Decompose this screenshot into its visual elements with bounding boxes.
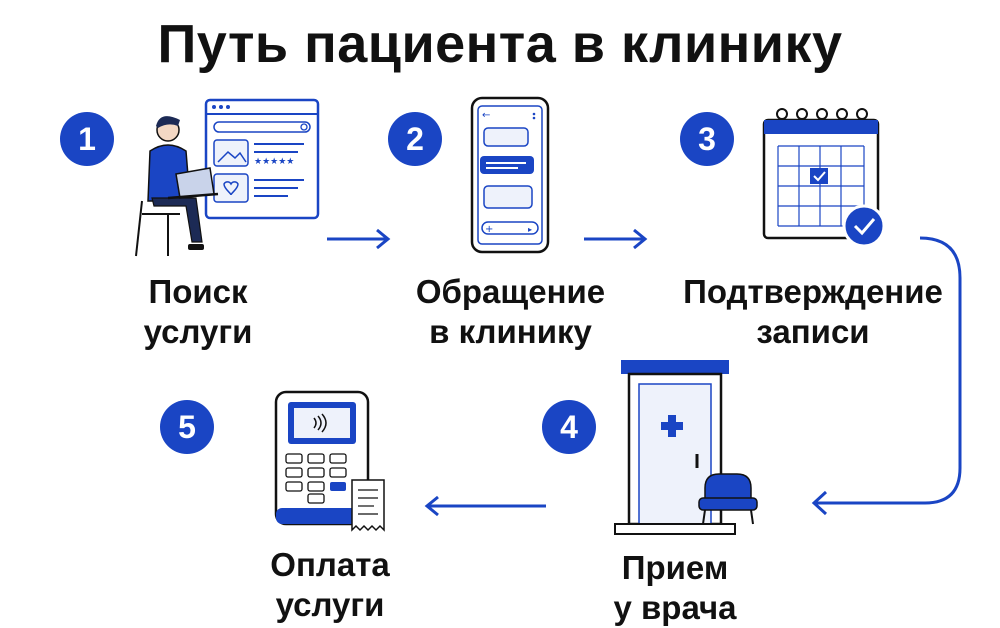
step-4-number-badge: 4 bbox=[542, 400, 596, 454]
payment-terminal-icon bbox=[274, 390, 385, 532]
arrow-right-icon bbox=[584, 228, 648, 250]
calendar-check-icon bbox=[762, 108, 886, 248]
svg-text:+: + bbox=[485, 224, 493, 235]
svg-text:▸: ▸ bbox=[528, 225, 532, 234]
step-5-label: Оплата услуги bbox=[270, 546, 390, 623]
step-4-label: Прием у врача bbox=[613, 549, 737, 626]
clinic-door-icon bbox=[614, 360, 758, 535]
page-title: Путь пациента в клинику bbox=[157, 14, 843, 74]
laptop-user-search-icon: ★★★★★ bbox=[135, 98, 320, 257]
step-1-number-badge: 1 bbox=[60, 112, 114, 166]
arrow-left-icon bbox=[424, 495, 546, 517]
step-3-number-badge: 3 bbox=[680, 112, 734, 166]
svg-text:★★★★★: ★★★★★ bbox=[254, 157, 294, 167]
step-5-number-badge: 5 bbox=[160, 400, 214, 454]
step-1-label: Поиск услуги bbox=[143, 273, 253, 350]
svg-text:←: ← bbox=[482, 110, 490, 121]
phone-chat-icon: ← + ▸ bbox=[470, 96, 550, 254]
step-2-number-badge: 2 bbox=[388, 112, 442, 166]
step-3-label: Подтверждение записи bbox=[683, 273, 943, 350]
curved-arrow-down-icon bbox=[811, 236, 962, 516]
step-2-label: Обращение в клинику bbox=[415, 273, 606, 350]
arrow-right-icon bbox=[327, 228, 391, 250]
